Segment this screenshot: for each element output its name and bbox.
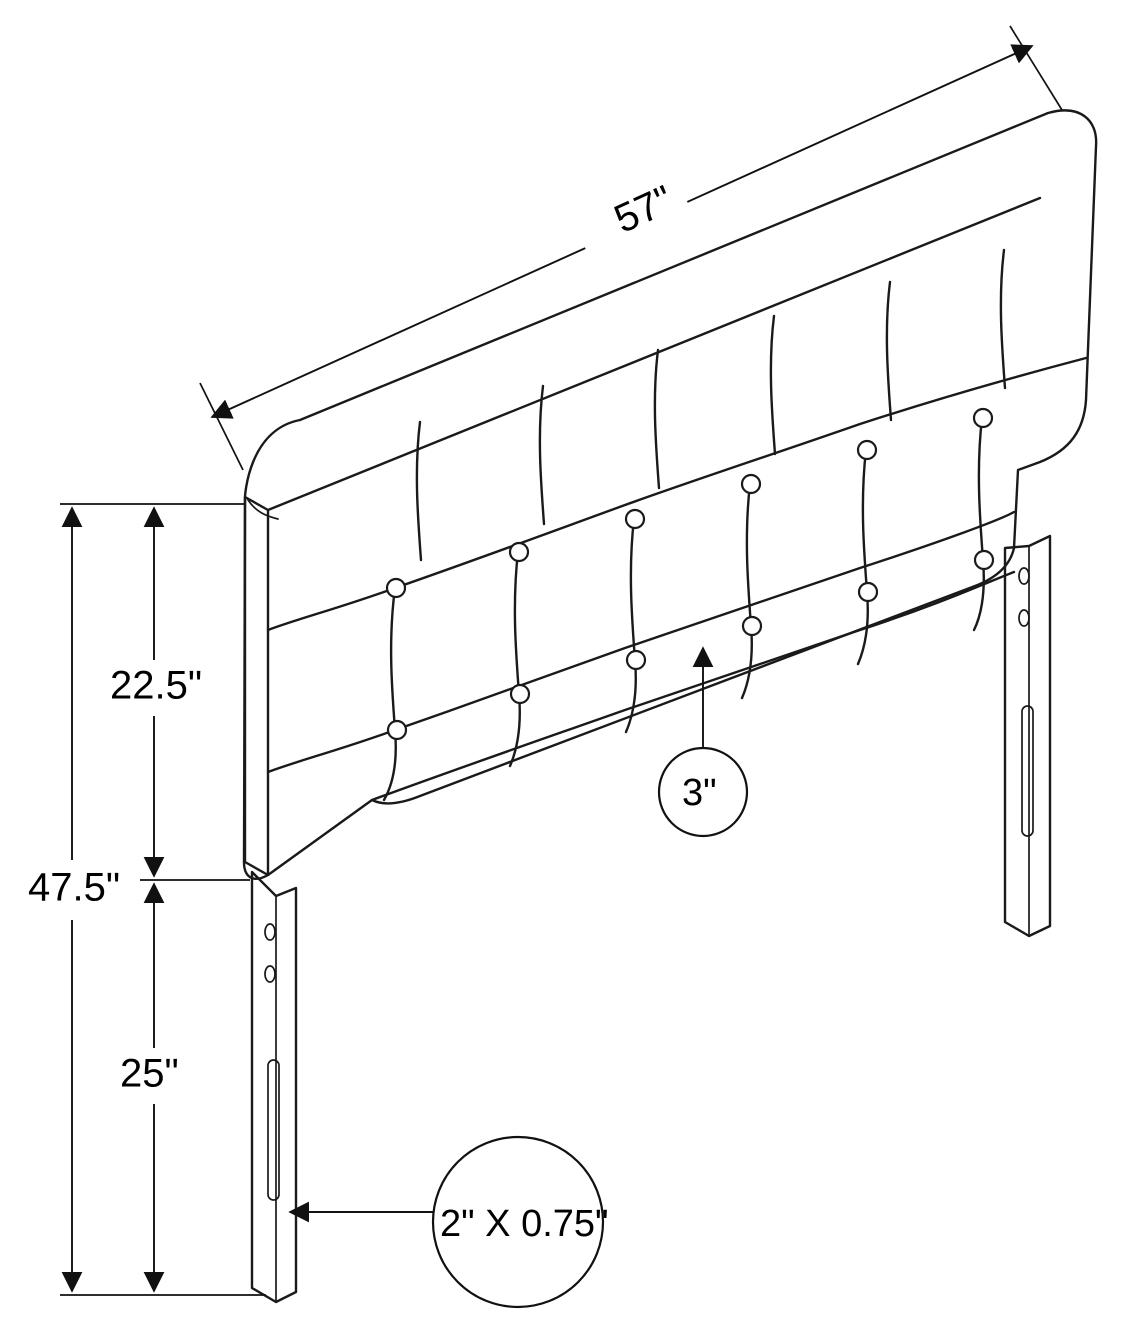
dimension-panel-height-22-5: 22.5" [110,506,202,878]
left-leg-slot [267,1059,280,1201]
dimension-overall-height-47-5: 47.5" [28,506,120,1293]
tuft-seam-v7 [740,482,753,700]
tuft-seam-v3 [508,550,521,768]
panel-height-label: 22.5" [110,664,202,708]
left-mounting-leg [250,870,298,1304]
headboard-body [242,109,1098,880]
dimension-stack-vertical: 47.5" 22.5" 25" [28,503,266,1296]
tuft-seam-h2 [266,510,1016,774]
callout-leg-profile: 2" X 0.75" [288,1135,609,1309]
tuft-seam-v2 [415,420,423,562]
tuft-seam-v6 [653,348,661,490]
tuft-button [972,407,994,429]
tuft-button [857,581,879,603]
right-leg-slot [1021,705,1034,837]
tuft-button [741,615,763,637]
tuft-button [386,719,408,741]
width-ext-line-left [199,382,244,471]
width-ext-line-right [1009,25,1063,111]
tuft-button [509,683,531,705]
tuft-seam-v10 [885,280,893,422]
tuft-seam-v11 [972,416,985,632]
leg-height-label: 25" [120,1052,179,1096]
tuft-button [625,649,647,671]
tuft-seam-v9 [856,448,869,666]
tuft-callout-label: 3" [682,772,717,814]
right-leg-outline [1003,534,1052,938]
dimension-width-57: 57" [199,25,1063,471]
headboard-left-side-face [243,495,270,877]
tuft-seam-v5 [624,517,637,734]
leg-callout-label: 2" X 0.75" [440,1203,609,1245]
tuft-seam-v1 [382,586,397,802]
overall-height-label: 47.5" [28,866,120,910]
tuft-callout-circle [657,746,749,838]
tuft-seam-v4 [538,384,546,526]
dimension-leg-height-25: 25" [120,882,179,1293]
width-label-mask [565,158,703,282]
callout-tuft-3in: 3" [657,646,749,838]
tuft-button [385,577,407,599]
tuft-seam-h3 [370,570,1016,802]
left-leg-hole-lower [264,965,276,983]
tuft-button [508,541,530,563]
right-leg-hole-upper [1018,567,1030,585]
tuft-button [856,439,878,461]
tuft-button [973,549,995,571]
tuft-button [624,508,646,530]
left-leg-hole-upper [264,923,276,941]
headboard-left-top-bevel [247,499,279,520]
leg-callout-circle [431,1135,605,1309]
tuft-seam-v12 [999,248,1007,390]
right-leg-hole-lower [1018,609,1030,627]
tuft-button [740,473,762,495]
tufting-grid [266,248,1088,802]
tuft-seam-v8 [769,314,777,456]
right-mounting-leg [1003,534,1052,938]
